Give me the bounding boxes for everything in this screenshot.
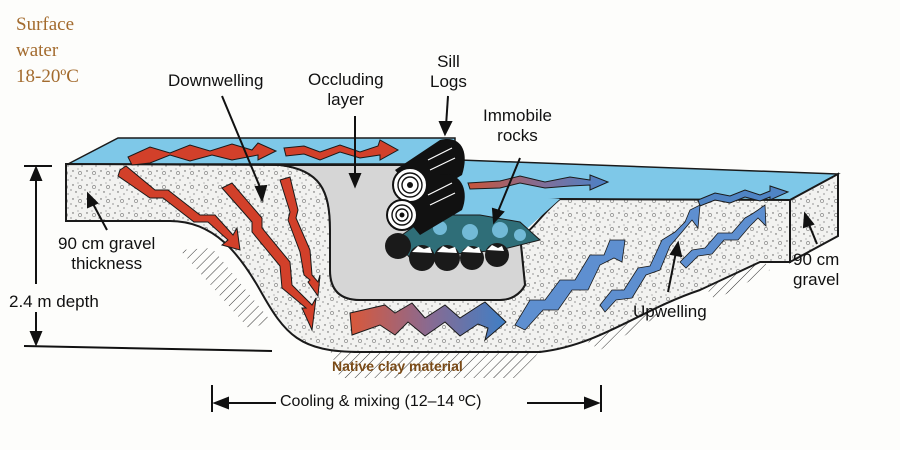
leader-gravel-left <box>91 201 108 231</box>
sill-logs <box>386 139 465 235</box>
surface-arrow-3 <box>467 174 610 191</box>
surface-arrow-1 <box>127 142 278 166</box>
note-line-2: water <box>16 40 59 61</box>
label-occluding-line-2: layer <box>327 90 365 109</box>
leader-lines <box>87 95 818 293</box>
label-occluding-line-1: Occluding <box>308 70 384 89</box>
downwelling-arrow-2 <box>221 182 317 332</box>
label-gravel-right-line-2: gravel <box>793 270 840 289</box>
upwelling-arrow-2 <box>599 204 701 313</box>
label-gravel-right: 90 cm gravel <box>793 250 839 290</box>
label-occluding-layer: Occluding layer <box>308 70 384 110</box>
note-line-1: Surface <box>16 14 75 35</box>
mixing-arrow <box>349 301 507 342</box>
label-upwelling: Upwelling <box>633 302 707 321</box>
log-end-top <box>392 167 428 203</box>
downwelling-arrows <box>117 165 321 332</box>
cooling-dimension <box>211 385 602 412</box>
label-rocks-line-1: Immobile <box>483 106 552 125</box>
label-cooling-mixing: Cooling & mixing (12–14 ºC) <box>276 393 486 411</box>
label-gravel-right-line-1: 90 cm <box>793 250 840 269</box>
label-depth: 2.4 m depth <box>9 292 99 312</box>
leader-rocks <box>496 157 521 215</box>
downwelling-arrow-1 <box>117 165 241 251</box>
label-gravel-left-line-2: thickness <box>71 254 143 273</box>
gravel-right-end <box>789 172 839 264</box>
surface-arrow-2 <box>283 139 400 161</box>
leader-downwelling <box>221 95 263 193</box>
note-line-3: 18-20ºC <box>16 66 79 87</box>
upwelling-arrows <box>514 204 767 331</box>
surface-flow-arrows <box>127 139 790 207</box>
leader-upwelling <box>667 251 677 293</box>
label-immobile-rocks: Immobile rocks <box>483 106 552 146</box>
surface-water-note: Surface water 18-20ºC <box>16 12 79 90</box>
label-sill-line-2: Logs <box>430 72 467 91</box>
label-native-clay: Native clay material <box>332 358 463 374</box>
label-gravel-thickness-left: 90 cm gravel thickness <box>58 234 155 274</box>
downwelling-arrow-3 <box>279 176 321 298</box>
surface-arrow-4 <box>697 185 790 207</box>
label-sill-line-1: Sill <box>437 52 460 71</box>
depth-dimension <box>23 165 273 352</box>
log-end-bottom <box>386 199 418 231</box>
label-gravel-left-line-1: 90 cm gravel <box>58 234 156 253</box>
label-sill-logs: Sill Logs <box>430 52 467 92</box>
upwelling-arrow-1 <box>514 239 626 331</box>
upwelling-arrow-3 <box>679 204 767 269</box>
label-rocks-line-2: rocks <box>497 126 538 145</box>
label-downwelling: Downwelling <box>168 71 264 90</box>
